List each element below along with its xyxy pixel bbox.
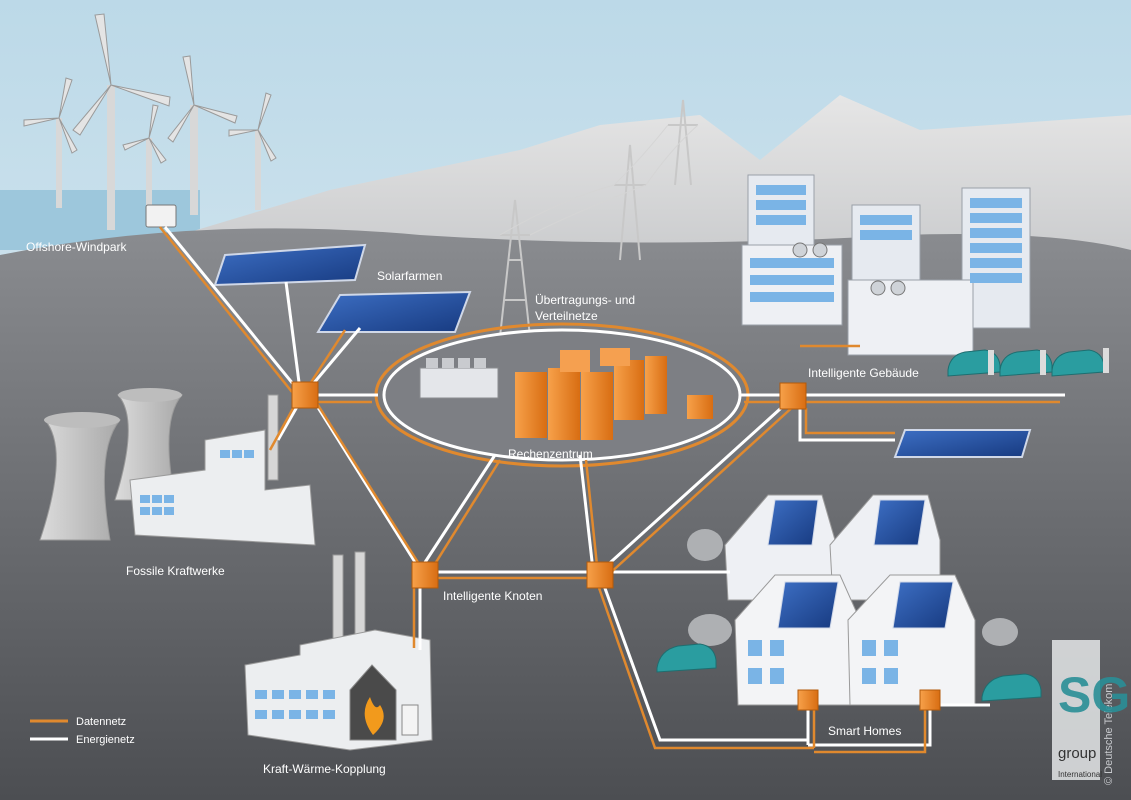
- node-icon: [780, 383, 806, 409]
- label-fossile-kraftwerke: Fossile Kraftwerke: [126, 564, 225, 578]
- label-uebertragung-2: Verteilnetze: [535, 309, 598, 323]
- electric-cars-buildings: [948, 348, 1109, 376]
- wind-converter-box: [146, 205, 176, 227]
- node-icon: [587, 562, 613, 588]
- sg-logo-letters: SG: [1058, 667, 1130, 723]
- label-intelligente-knoten: Intelligente Knoten: [443, 589, 542, 603]
- label-uebertragung-1: Übertragungs- und: [535, 293, 635, 307]
- node-icon: [920, 690, 940, 710]
- legend-energienetz: Energienetz: [76, 734, 135, 746]
- fan-icon: [871, 281, 885, 295]
- label-rechenzentrum: Rechenzentrum: [508, 447, 593, 461]
- label-offshore-windpark: Offshore-Windpark: [26, 240, 127, 254]
- sg-logo-word: group: [1058, 745, 1096, 762]
- node-icon: [798, 690, 818, 710]
- solar-panel-small: [895, 430, 1030, 457]
- node-icon: [292, 382, 318, 408]
- legend-datennetz: Datennetz: [76, 716, 126, 728]
- fan-icon: [793, 243, 807, 257]
- label-kraft-waerme-kopplung: Kraft-Wärme-Kopplung: [263, 762, 386, 776]
- label-intelligente-gebaeude: Intelligente Gebäude: [808, 366, 919, 380]
- sg-logo-sub: International: [1058, 770, 1102, 779]
- label-solarfarmen: Solarfarmen: [377, 269, 442, 283]
- label-smart-homes: Smart Homes: [828, 724, 901, 738]
- fan-icon: [891, 281, 905, 295]
- datacenter-node: [687, 395, 713, 419]
- fan-icon: [813, 243, 827, 257]
- node-icon: [412, 562, 438, 588]
